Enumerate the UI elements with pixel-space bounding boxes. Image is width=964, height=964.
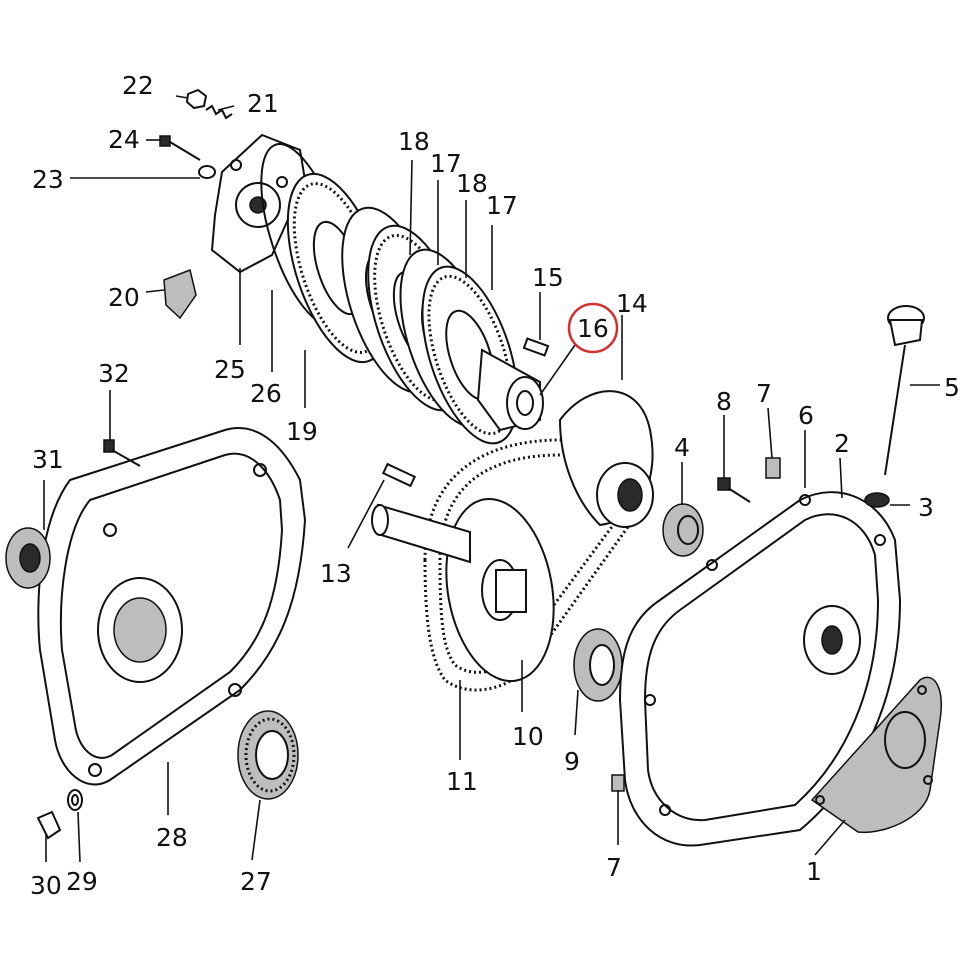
highlight-circle-16 (567, 302, 619, 354)
nut-22 (185, 88, 208, 110)
dowel-7-bottom (611, 774, 625, 792)
label-25: 25 (214, 355, 246, 384)
label-7-top: 7 (756, 379, 772, 408)
label-17b: 17 (486, 191, 518, 220)
washer-23 (198, 165, 216, 179)
clutch-hub-shaft (476, 348, 544, 432)
dipstick-5 (884, 305, 925, 476)
label-27: 27 (240, 867, 272, 896)
label-14: 14 (616, 289, 648, 318)
key-13 (381, 462, 417, 488)
label-6: 6 (798, 401, 814, 430)
label-26: 26 (250, 379, 282, 408)
label-17a: 17 (430, 149, 462, 178)
bushing-4 (662, 503, 704, 557)
label-32: 32 (98, 359, 130, 388)
label-21: 21 (247, 89, 279, 118)
label-24: 24 (108, 125, 140, 154)
dowel-7-top (765, 457, 781, 479)
bearing-9 (573, 628, 623, 702)
label-11: 11 (446, 767, 478, 796)
bolt-8 (717, 477, 751, 503)
label-18b: 18 (456, 169, 488, 198)
label-19: 19 (286, 417, 318, 446)
label-23: 23 (32, 165, 64, 194)
label-20: 20 (108, 283, 140, 312)
label-29: 29 (66, 867, 98, 896)
label-15: 15 (532, 263, 564, 292)
label-7-bottom: 7 (606, 853, 622, 882)
clutch-drum-14 (558, 390, 654, 528)
spring-21 (205, 104, 233, 120)
label-13: 13 (320, 559, 352, 588)
washer-29 (67, 789, 83, 811)
label-16: 16 (577, 314, 609, 343)
clip-20 (163, 268, 197, 320)
seal-31 (5, 527, 51, 589)
label-10: 10 (512, 722, 544, 751)
large-sprocket-11 (445, 497, 555, 683)
label-8: 8 (716, 387, 732, 416)
label-3: 3 (918, 493, 934, 522)
label-18a: 18 (398, 127, 430, 156)
gasket-1 (810, 676, 942, 834)
output-shaft (371, 503, 471, 564)
label-9: 9 (564, 747, 580, 776)
label-5: 5 (944, 373, 960, 402)
label-31: 31 (32, 445, 64, 474)
drain-plug-30 (36, 810, 62, 840)
key-pin-15 (522, 337, 550, 357)
inner-case-28 (37, 427, 307, 786)
leader-lines (43, 95, 940, 863)
label-28: 28 (156, 823, 188, 852)
label-30: 30 (30, 871, 62, 900)
outer-cover-2 (618, 491, 902, 847)
label-2: 2 (834, 429, 850, 458)
label-4: 4 (674, 433, 690, 462)
o-ring-3 (864, 492, 890, 508)
label-1: 1 (806, 857, 822, 886)
label-22: 22 (122, 71, 154, 100)
bolt-24 (159, 135, 201, 161)
part-labels: 22 21 24 23 20 25 26 19 18 17 18 17 15 1… (30, 71, 960, 900)
bearing-27 (237, 710, 299, 800)
bolt-32 (103, 439, 141, 467)
